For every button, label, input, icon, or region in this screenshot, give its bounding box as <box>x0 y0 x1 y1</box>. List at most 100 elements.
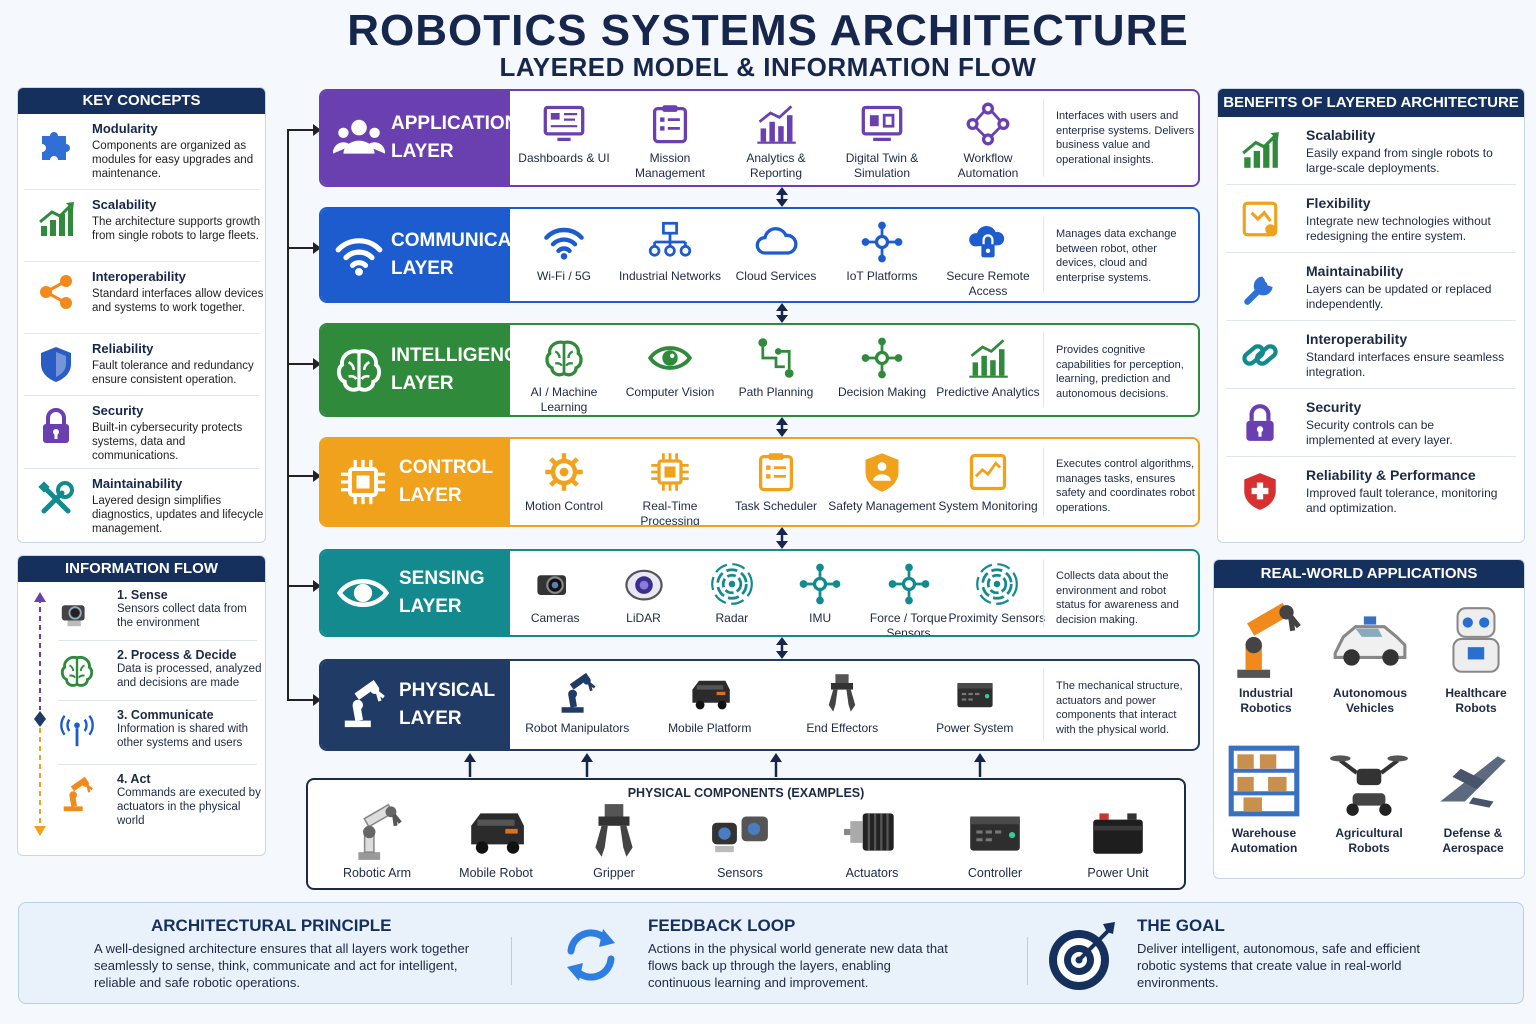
layer-description: Provides cognitive capabilities for perc… <box>1056 344 1184 400</box>
flexibility-icon <box>1238 197 1282 241</box>
benefit-desc: Security controls can be implemented at … <box>1306 418 1453 447</box>
layer-component: Real-Time Processing <box>615 449 725 527</box>
layer-description: The mechanical structure, actuators and … <box>1056 680 1183 736</box>
physical-component-label: Gripper <box>593 866 635 880</box>
layer-divider <box>1043 333 1044 407</box>
benefit-desc: Layers can be updated or replaced indepe… <box>1306 282 1492 311</box>
monitor-icon <box>933 449 1043 495</box>
feedback-title: FEEDBACK LOOP <box>648 916 796 935</box>
safety-icon <box>827 449 937 495</box>
key-concept-title: Modularity <box>92 121 158 136</box>
layer-component: Power System <box>920 671 1030 736</box>
flow-divider <box>58 640 257 641</box>
physical-component: Sensors <box>685 800 795 880</box>
layer-component-label: Real-Time Processing <box>640 499 700 527</box>
physical-components-panel: PHYSICAL COMPONENTS (EXAMPLES) Robotic A… <box>306 778 1186 890</box>
car-icon <box>1320 596 1420 686</box>
layer-divider <box>1043 669 1044 741</box>
flow-step-title: 4. Act <box>117 772 151 786</box>
benefit-title: Maintainability <box>1306 263 1404 279</box>
task-list-icon <box>721 449 831 495</box>
benefit-title: Security <box>1306 399 1362 415</box>
benefit-desc: Standard interfaces ensure seamless inte… <box>1306 350 1505 379</box>
secure-access-icon <box>933 219 1043 265</box>
iot-icon <box>827 219 937 265</box>
robotic-arm-icon <box>322 800 432 864</box>
application-label: Industrial Robotics <box>1238 686 1293 715</box>
layer-component-label: LiDAR <box>626 611 661 625</box>
layer-name-line1: INTELLIGENCE <box>391 345 531 366</box>
physical-component: Controller <box>940 800 1050 880</box>
layer-component: Mobile Platform <box>655 671 765 736</box>
layer-component-label: Wi-Fi / 5G <box>537 269 591 283</box>
physical-component-label: Actuators <box>845 866 899 880</box>
wifi-icon <box>509 219 619 265</box>
goal-title: THE GOAL <box>1137 916 1225 935</box>
chip-icon <box>615 449 725 495</box>
application-item: Autonomous Vehicles <box>1320 596 1420 716</box>
mobile-platform-icon <box>655 671 765 717</box>
layer-component-label: Dashboards & UI <box>518 151 610 165</box>
physical-component-label: Power Unit <box>1087 866 1149 880</box>
workflow-icon <box>933 101 1043 147</box>
robot-arm-icon <box>522 671 632 717</box>
key-concept-title: Reliability <box>92 341 154 356</box>
layer-component-label: Path Planning <box>738 385 814 399</box>
controller-icon <box>940 800 1050 864</box>
gear-icon <box>509 449 619 495</box>
layer-component: Secure Remote Access <box>933 219 1043 299</box>
layer-component-label: Predictive Analytics <box>936 385 1040 399</box>
layer-component-label: Mission Management <box>634 151 706 180</box>
camera-sensor-icon <box>58 592 98 632</box>
up-arrow-icon <box>464 753 476 777</box>
benefits-heading: BENEFITS OF LAYERED ARCHITECTURE <box>1218 89 1524 117</box>
layer-component-label: Decision Making <box>837 385 927 399</box>
mission-list-icon <box>615 101 725 147</box>
lock-icon <box>1238 401 1282 445</box>
up-arrow-icon <box>974 753 986 777</box>
layer-name: INTELLIGENCE LAYER <box>391 342 530 398</box>
warehouse-icon <box>1214 736 1314 826</box>
layer-component-label: Mobile Platform <box>668 721 752 735</box>
puzzle-icon <box>34 122 78 166</box>
flow-divider <box>58 700 257 701</box>
layer-name-line2: LAYER <box>399 708 462 729</box>
flow-arrow-icon <box>34 592 46 836</box>
arrow-to-communication <box>287 242 321 254</box>
bidirectional-arrow-icon <box>776 187 788 207</box>
layer-name-line2: LAYER <box>391 373 454 394</box>
application-label: Autonomous Vehicles <box>1333 686 1407 715</box>
layer-component: Predictive Analytics <box>933 335 1043 400</box>
layer-component-label: Force / Torque Sensors <box>869 611 948 637</box>
physical-component: Gripper <box>559 800 669 880</box>
layer-components: Dashboards & UI Mission Management Analyti… <box>511 91 1041 185</box>
real-world-heading: REAL-WORLD APPLICATIONS <box>1214 560 1524 588</box>
tools-icon <box>34 477 78 521</box>
layer-name-line1: SENSING <box>399 568 485 589</box>
layer-component-label: Cameras <box>530 611 580 625</box>
layer-component-label: IoT Platforms <box>846 269 918 283</box>
shield-icon <box>34 342 78 386</box>
layer-component-label: End Effectors <box>806 721 879 735</box>
actuator-icon <box>817 800 927 864</box>
brain-icon <box>509 335 619 381</box>
layer-component-label: Analytics & Reporting <box>746 151 806 180</box>
benefit-desc: Easily expand from single robots to larg… <box>1306 146 1493 175</box>
eye-icon <box>615 335 725 381</box>
physical-component-label: Robotic Arm <box>342 866 412 880</box>
gripper-icon <box>559 800 669 864</box>
physical-component-label: Sensors <box>717 866 763 880</box>
application-item: Healthcare Robots <box>1426 596 1524 716</box>
key-concept-desc: Layered design simplifies diagnostics, u… <box>92 495 264 535</box>
flow-step-desc: Data is processed, analyzed and decision… <box>117 663 262 689</box>
